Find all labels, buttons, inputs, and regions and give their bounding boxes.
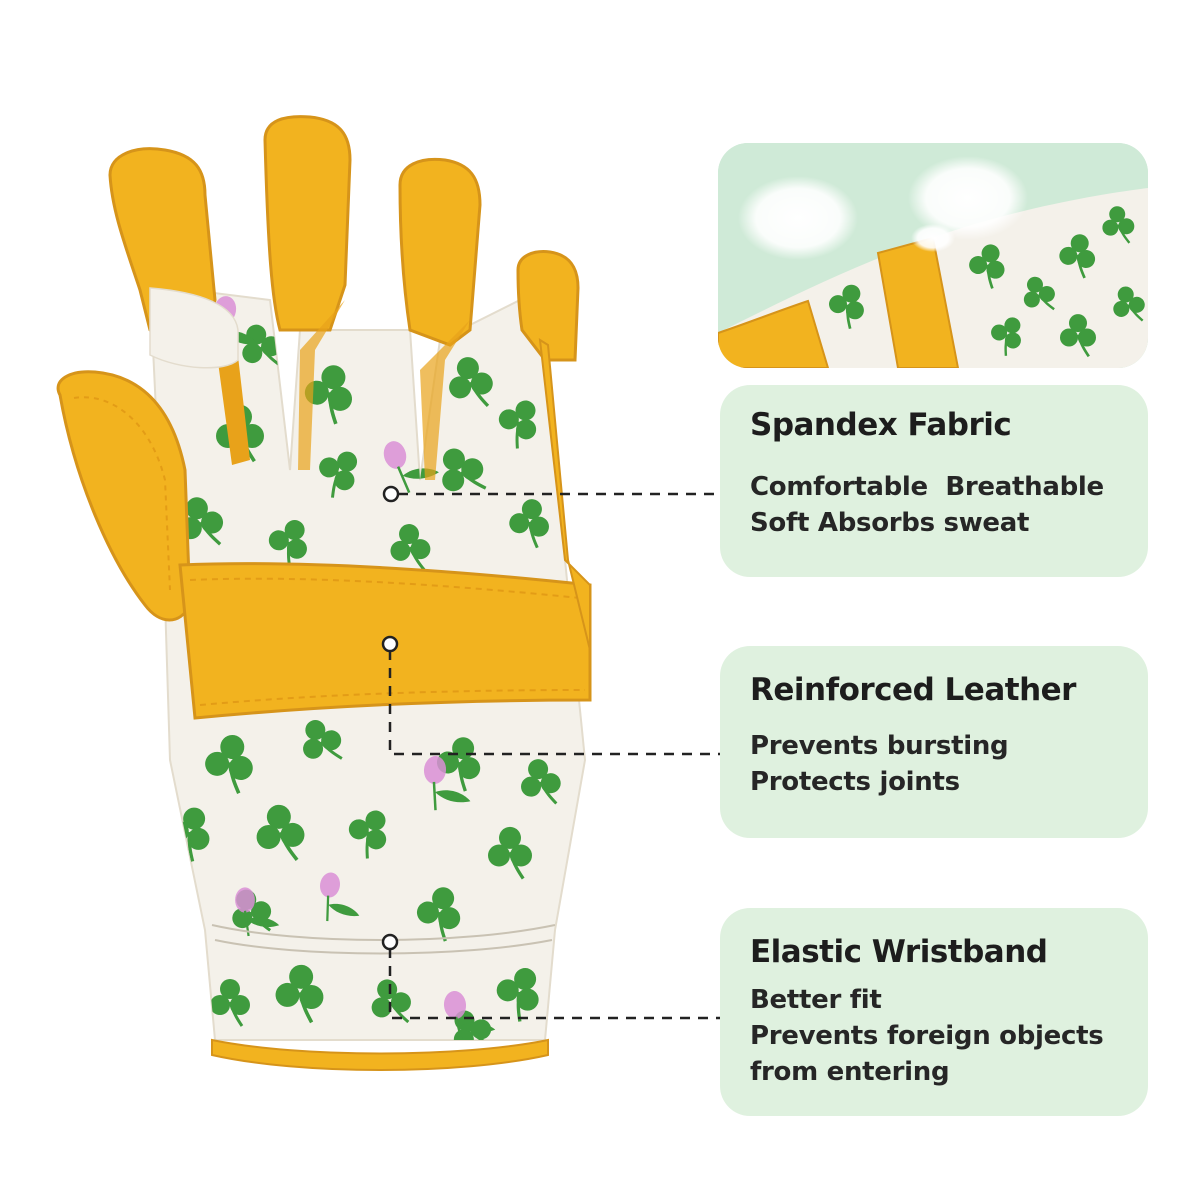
feature-card-spandex: Spandex Fabric Comfortable Breathable So… (720, 385, 1148, 577)
fabric-closeup-photo (718, 143, 1148, 368)
feature-line: Comfortable Breathable (750, 472, 1104, 502)
glove-finger-middle (263, 115, 352, 332)
clover-icon (268, 520, 307, 569)
clover-flower-icon (443, 991, 496, 1040)
clover-icon (1113, 286, 1145, 322)
clover-icon (442, 448, 487, 492)
glove-cuff-binding (211, 1038, 549, 1071)
clover-icon (1102, 206, 1135, 244)
clover-icon (256, 804, 305, 861)
callout-dot-icon (381, 635, 399, 653)
clover-icon (1060, 314, 1096, 358)
feature-line: from entering (750, 1057, 950, 1087)
feature-card-wristband: Elastic Wristband Better fit Prevents fo… (720, 908, 1148, 1116)
clover-icon (371, 979, 411, 1024)
feature-title: Spandex Fabric (750, 407, 1012, 443)
feature-line: Prevents bursting (750, 731, 1009, 761)
clover-icon (319, 451, 358, 498)
wristband-gathers (211, 924, 556, 955)
clover-icon (304, 365, 353, 425)
callout-dot-icon (381, 933, 399, 951)
feature-title: Reinforced Leather (750, 672, 1076, 708)
feature-line: Better fit (750, 985, 882, 1015)
feature-line: Prevents foreign objects (750, 1021, 1104, 1051)
feature-card-leather: Reinforced Leather Prevents bursting Pro… (720, 646, 1148, 838)
clover-flower-icon (423, 756, 471, 811)
clover-icon (390, 524, 431, 571)
clover-flower-icon (320, 872, 360, 922)
clover-flower-icon (235, 887, 280, 937)
clover-icon (1059, 234, 1096, 279)
clover-icon (1023, 276, 1055, 311)
clover-icon (498, 400, 537, 449)
clover-icon (205, 735, 253, 794)
clover-icon (210, 979, 250, 1027)
clover-icon (488, 826, 532, 880)
clover-pattern (157, 287, 585, 1040)
clover-icon (303, 720, 343, 760)
clover-icon (509, 499, 549, 549)
callout-connectors (388, 492, 720, 1020)
clover-icon (969, 244, 1005, 289)
glove-finger-little (516, 250, 580, 362)
feature-title: Elastic Wristband (750, 934, 1048, 970)
feature-line: Protects joints (750, 767, 960, 797)
clover-icon (275, 964, 324, 1024)
clover-icon (496, 968, 539, 1022)
callout-dot-icon (382, 485, 400, 503)
glove-finger-ring (398, 157, 482, 347)
clover-icon (829, 284, 864, 330)
clover-icon (348, 810, 387, 859)
clover-icon (416, 887, 461, 942)
clover-icon (991, 317, 1021, 356)
feature-line: Soft Absorbs sweat (750, 508, 1030, 538)
clover-icon (521, 759, 561, 805)
clover-icon (449, 357, 493, 408)
